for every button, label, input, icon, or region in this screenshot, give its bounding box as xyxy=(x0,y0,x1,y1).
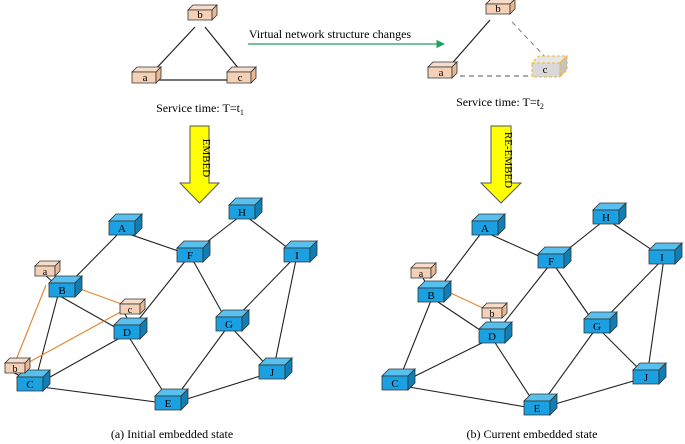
physical-node-B-current: B xyxy=(417,280,452,303)
physical-node-A-current-label: A xyxy=(481,223,489,235)
physical-nodes: A B C D E F G H I J A B C D E F G H I J xyxy=(16,197,683,416)
physical-node-H-initial-label: H xyxy=(238,207,246,219)
physical-node-G-initial-label: G xyxy=(225,319,233,331)
physical-node-A-initial-label: A xyxy=(118,223,126,235)
virtual-node-b-t2: b xyxy=(485,0,516,15)
substrate-links-right xyxy=(396,218,665,410)
embedded-virtual-a-current-label: a xyxy=(419,269,424,280)
physical-node-G-current-label: G xyxy=(593,321,601,333)
physical-node-H-current: H xyxy=(592,202,627,225)
virtual-node-a-label: a xyxy=(143,72,148,84)
physical-node-A-initial: A xyxy=(108,213,143,236)
caption-current: (b) Current embedded state xyxy=(467,427,598,441)
physical-node-C-current-label: C xyxy=(391,378,398,390)
physical-node-B-initial: B xyxy=(48,275,83,298)
physical-node-J-current-label: J xyxy=(644,372,649,384)
service-time-t2: Service time: T=t2 xyxy=(456,95,544,111)
physical-node-H-initial: H xyxy=(228,197,263,220)
physical-node-D-initial-label: D xyxy=(123,327,131,339)
virtual-node-c: c xyxy=(226,66,257,84)
physical-node-F-initial: F xyxy=(176,240,211,263)
physical-node-C-initial-label: C xyxy=(26,379,33,391)
embedded-virtual-b-initial-label: b xyxy=(13,364,18,375)
virtual-node-b: b xyxy=(187,4,218,21)
virtual-node-c-t2-label: c xyxy=(543,64,548,76)
re-embed-arrow: RE-EMBED xyxy=(479,125,523,204)
physical-node-H-current-label: H xyxy=(602,212,610,224)
physical-node-E-current-label: E xyxy=(534,403,541,415)
embed-arrow: EMBED xyxy=(178,125,221,204)
physical-node-J-current: J xyxy=(632,362,667,385)
physical-node-B-current-label: B xyxy=(427,290,434,302)
embedded-virtual-c-initial: c xyxy=(119,298,146,316)
physical-node-I-initial: I xyxy=(283,240,318,263)
embedded-virtual-nodes: a c b a b xyxy=(4,260,508,375)
physical-node-J-initial: J xyxy=(258,357,293,380)
physical-node-J-initial-label: J xyxy=(270,367,275,379)
physical-node-F-initial-label: F xyxy=(187,250,193,262)
embedded-virtual-b-current: b xyxy=(481,302,508,320)
physical-node-E-current: E xyxy=(523,393,558,416)
substrate-network-current xyxy=(396,218,665,410)
embedded-virtual-c-initial-label: c xyxy=(128,305,133,316)
substrate-links xyxy=(33,213,298,405)
embedded-virtual-a-current: a xyxy=(410,262,437,280)
service-time-t1: Service time: T=t1 xyxy=(156,101,244,117)
physical-node-I-initial-label: I xyxy=(295,250,299,262)
virtual-node-a-t2: a xyxy=(427,61,458,79)
substrate-network-initial xyxy=(13,213,298,405)
physical-node-A-current: A xyxy=(471,213,506,236)
physical-node-F-current-label: F xyxy=(548,256,554,268)
physical-node-E-initial-label: E xyxy=(165,398,172,410)
physical-node-C-current: C xyxy=(381,368,416,391)
re-embed-arrow-label: RE-EMBED xyxy=(502,132,514,188)
structure-change-arrow: Virtual network structure changes xyxy=(248,27,445,49)
caption-initial: (a) Initial embedded state xyxy=(111,427,233,441)
physical-node-D-initial: D xyxy=(113,317,148,340)
physical-node-F-current: F xyxy=(537,246,572,269)
physical-node-I-current: I xyxy=(648,242,683,265)
virtual-network-t1: b a c Service time: T=t1 xyxy=(131,4,257,117)
virtual-node-c-label: c xyxy=(238,72,243,84)
virtual-network-t2: b a c Service time: T=t2 xyxy=(427,0,569,111)
virtual-node-a: a xyxy=(131,66,162,84)
physical-node-I-current-label: I xyxy=(660,252,664,264)
physical-node-G-initial: G xyxy=(215,309,250,332)
virtual-node-b-label: b xyxy=(197,9,203,21)
physical-node-D-current: D xyxy=(478,321,513,344)
embed-arrow-label: EMBED xyxy=(200,139,212,178)
virtual-node-c-t2-highlighted: c xyxy=(530,54,569,79)
physical-node-G-current: G xyxy=(583,311,618,334)
embedded-virtual-b-current-label: b xyxy=(490,309,495,320)
embedded-virtual-a-initial-label: a xyxy=(43,267,48,278)
physical-node-D-current-label: D xyxy=(488,331,496,343)
physical-node-E-initial: E xyxy=(154,388,189,411)
structure-change-caption: Virtual network structure changes xyxy=(249,27,412,41)
physical-node-B-initial-label: B xyxy=(58,285,65,297)
virtual-node-b-t2-label: b xyxy=(495,3,501,15)
virtual-node-a-t2-label: a xyxy=(439,67,444,79)
embedded-virtual-a-initial: a xyxy=(34,260,61,278)
embedded-virtual-b-initial: b xyxy=(4,357,31,375)
